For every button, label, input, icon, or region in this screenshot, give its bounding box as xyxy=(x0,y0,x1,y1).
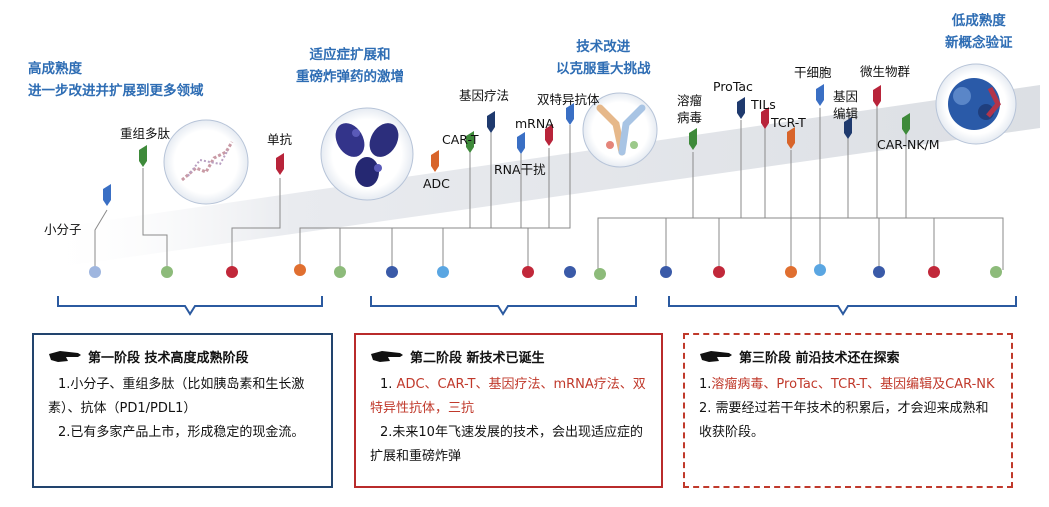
pointing-hand-icon xyxy=(49,351,81,362)
bubble-microbe xyxy=(935,63,1017,145)
stage-3-headline: 技术改进 以克服重大挑战 xyxy=(556,36,651,80)
bubble-bispecific xyxy=(582,92,658,168)
stage-1-line2: 2.已有多家产品上市，形成稳定的现金流。 xyxy=(58,425,305,440)
label-oncolytic-virus: 溶瘤 病毒 xyxy=(677,93,703,125)
pointing-hand-icon xyxy=(700,351,732,362)
pointing-hand-icon xyxy=(371,351,403,362)
label-tcr-t: TCR-T xyxy=(771,115,806,130)
label-gene-editing: 基因 编辑 xyxy=(833,89,859,121)
connector-lines xyxy=(94,100,1004,270)
stage-3-line1-technologies: 溶瘤病毒、ProTac、TCR-T、基因编辑及CAR-NK xyxy=(711,377,995,392)
marker-microbiome xyxy=(873,85,881,107)
marker-small-molecule xyxy=(103,184,111,206)
label-monoclonal-antibody: 单抗 xyxy=(267,132,293,147)
stage-1-panel: 第一阶段 技术高度成熟阶段 1.小分子、重组多肽（比如胰岛素和生长激素）、抗体（… xyxy=(32,333,333,488)
marker-gene-editing xyxy=(844,117,852,139)
stage-2-line1-number: 1. xyxy=(380,377,397,392)
stage-4-headline-line2: 新概念验证 xyxy=(945,35,1013,51)
marker-gene-therapy xyxy=(487,111,495,133)
marker-car-nk-m xyxy=(902,113,910,135)
label-small-molecule: 小分子 xyxy=(44,222,82,237)
stage-1-title-row: 第一阶段 技术高度成熟阶段 xyxy=(48,345,319,367)
stage-2-line1: 1. ADC、CAR-T、基因疗法、mRNA疗法、双特异性抗体，三抗 xyxy=(370,373,649,421)
stage-2-title-row: 第二阶段 新技术已诞生 xyxy=(370,345,649,367)
stage-1-body: 1.小分子、重组多肽（比如胰岛素和生长激素）、抗体（PD1/PDL1） 2.已有… xyxy=(48,373,319,445)
marker-mrna xyxy=(545,124,553,146)
stage-2-line1-technologies: ADC、CAR-T、基因疗法、mRNA疗法、双特异性抗体，三抗 xyxy=(370,377,646,416)
stage-2-title: 第二阶段 新技术已诞生 xyxy=(410,350,545,366)
stage-2-line2: 2.未来10年飞速发展的技术，会出现适应症的扩展和重磅炸弹 xyxy=(370,425,643,464)
stage-2-headline: 适应症扩展和 重磅炸弹药的激增 xyxy=(296,44,404,88)
stage-3-title: 第三阶段 前沿技术还在探索 xyxy=(739,350,900,366)
stage-2-headline-line2: 重磅炸弹药的激增 xyxy=(296,69,404,85)
stage-3-line1: 1.溶瘤病毒、ProTac、TCR-T、基因编辑及CAR-NK xyxy=(699,373,999,397)
stage-4-headline: 低成熟度 新概念验证 xyxy=(945,10,1013,54)
stage-3-panel: 第三阶段 前沿技术还在探索 1.溶瘤病毒、ProTac、TCR-T、基因编辑及C… xyxy=(683,333,1013,488)
marker-monoclonal-antibody xyxy=(276,153,284,175)
stage-1-headline: 高成熟度 进一步改进并扩展到更多领域 xyxy=(28,58,204,102)
label-microbiome: 微生物群 xyxy=(860,64,911,79)
stage-2-headline-line1: 适应症扩展和 xyxy=(309,47,391,63)
stage-1-headline-line1: 高成熟度 xyxy=(28,61,82,77)
label-stem-cell: 干细胞 xyxy=(794,65,832,80)
stage-3-title-row: 第三阶段 前沿技术还在探索 xyxy=(699,345,999,367)
stage-1-title: 第一阶段 技术高度成熟阶段 xyxy=(88,350,249,366)
label-rnai: RNA干扰 xyxy=(494,162,546,177)
stage-1-headline-line2: 进一步改进并扩展到更多领域 xyxy=(28,83,204,99)
stage-1-line1: 1.小分子、重组多肽（比如胰岛素和生长激素）、抗体（PD1/PDL1） xyxy=(48,377,305,416)
marker-car-t xyxy=(466,131,474,153)
stage-3-body: 1.溶瘤病毒、ProTac、TCR-T、基因编辑及CAR-NK 2. 需要经过若… xyxy=(699,373,999,445)
stage-3-line2: 2. 需要经过若干年技术的积累后，才会迎来成熟和收获阶段。 xyxy=(699,401,989,440)
marker-tcr-t xyxy=(787,127,795,149)
stage-braces xyxy=(57,296,1017,316)
bubble-antibody xyxy=(320,107,414,201)
label-car-t: CAR-T xyxy=(442,132,479,147)
stage-4-headline-line1: 低成熟度 xyxy=(951,13,1006,29)
marker-tils xyxy=(761,107,769,129)
marker-stem-cell xyxy=(816,84,824,106)
marker-rnai xyxy=(517,132,525,154)
marker-adc xyxy=(431,150,439,172)
stage-3-headline-line1: 技术改进 xyxy=(576,39,631,55)
stage-2-body: 1. ADC、CAR-T、基因疗法、mRNA疗法、双特异性抗体，三抗 2.未来1… xyxy=(370,373,649,469)
label-adc: ADC xyxy=(423,176,450,191)
stage-2-panel: 第二阶段 新技术已诞生 1. ADC、CAR-T、基因疗法、mRNA疗法、双特异… xyxy=(354,333,663,488)
marker-recombinant-peptide xyxy=(139,145,147,167)
marker-protac xyxy=(737,97,745,119)
label-mrna: mRNA xyxy=(515,116,554,131)
label-gene-therapy: 基因疗法 xyxy=(459,88,510,103)
marker-bispecific xyxy=(566,103,574,125)
timeline-dots xyxy=(89,264,1002,280)
modality-markers xyxy=(103,84,910,206)
label-protac: ProTac xyxy=(713,79,753,94)
bubble-peptide xyxy=(163,119,249,205)
label-car-nk-m: CAR-NK/M xyxy=(877,137,940,152)
stage-3-line1-number: 1. xyxy=(699,377,712,392)
label-bispecific: 双特异抗体 xyxy=(537,92,600,107)
stage-3-headline-line2: 以克服重大挑战 xyxy=(556,61,651,77)
marker-oncolytic-virus xyxy=(689,128,697,150)
label-recombinant-peptide: 重组多肽 xyxy=(120,126,171,141)
label-tils: TILs xyxy=(751,97,776,112)
